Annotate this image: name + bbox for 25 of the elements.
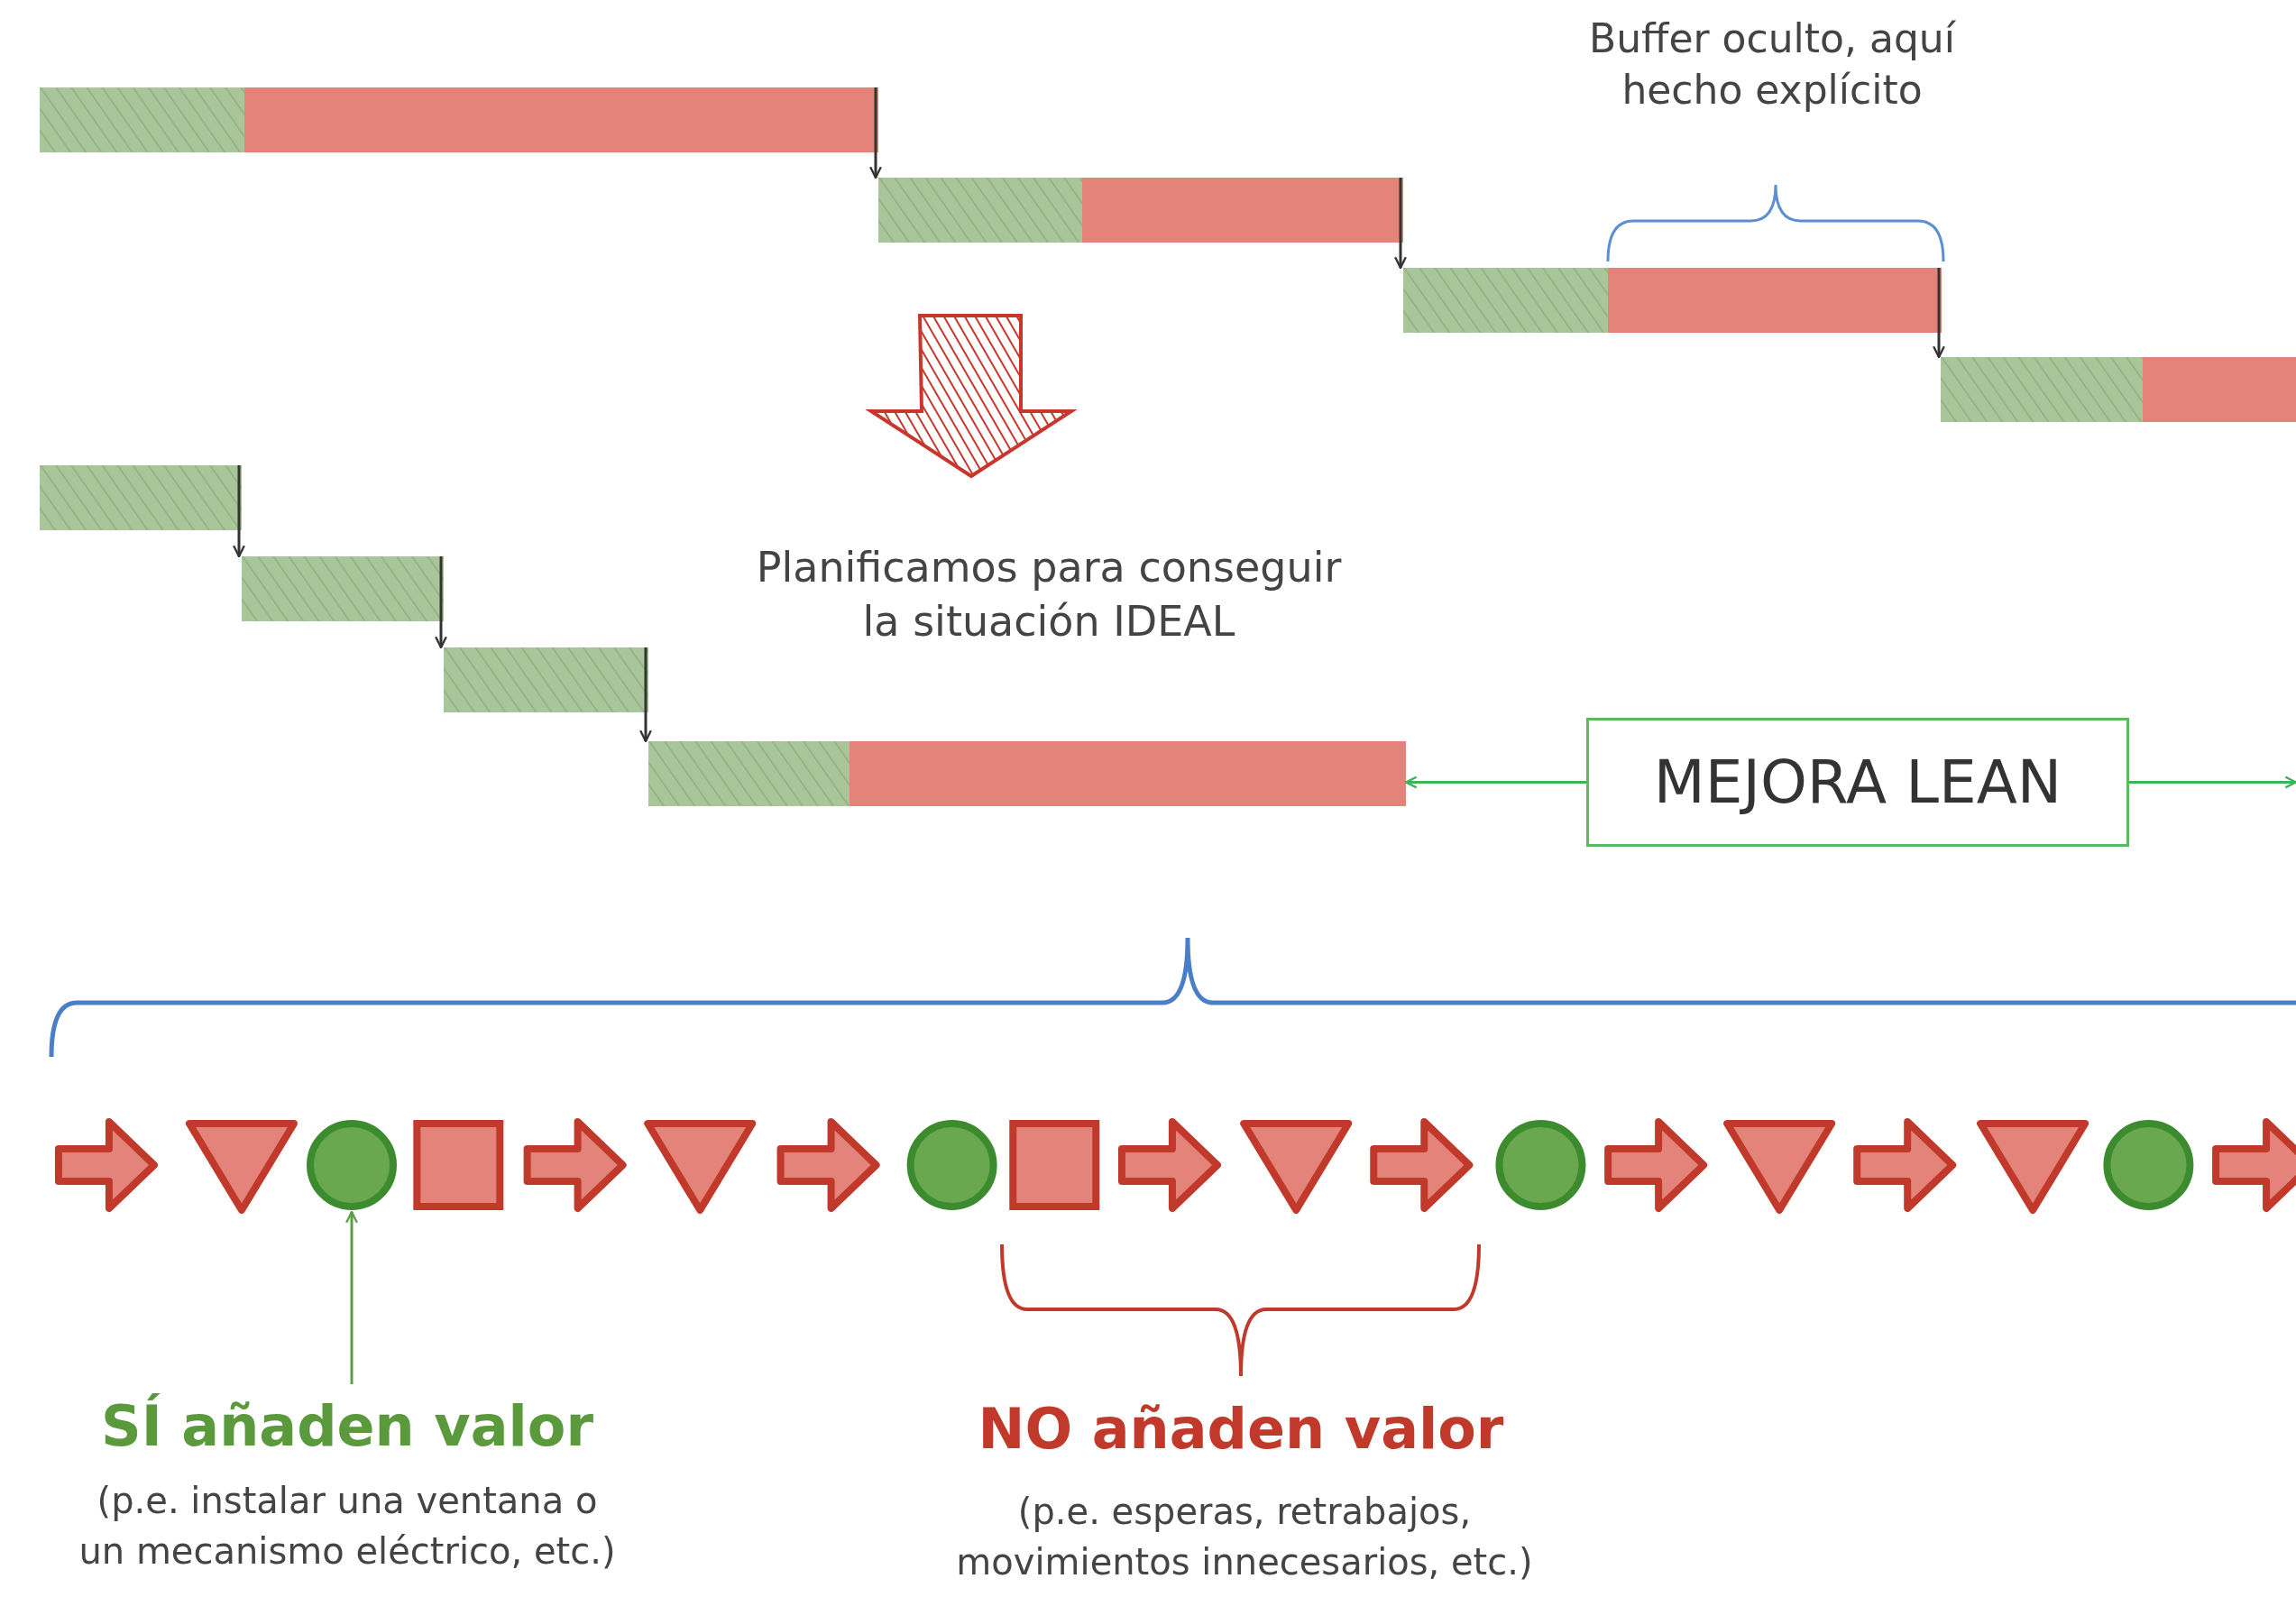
process-circle <box>305 1118 399 1212</box>
task-bar <box>40 465 242 530</box>
arrow <box>1394 178 1407 270</box>
arrow <box>1933 268 1945 359</box>
task-bar <box>648 741 1406 806</box>
arrow <box>435 556 447 649</box>
label-box: MEJORA LEAN <box>1586 718 2129 847</box>
arrow <box>233 465 245 558</box>
annotation: Planificamos para conseguir la situación IDEAL <box>755 542 1343 647</box>
arrow <box>869 87 882 179</box>
arrow <box>2129 775 2296 789</box>
arrow <box>639 647 652 743</box>
task-bar <box>242 556 444 621</box>
heading: SÍ añaden valor <box>101 1393 593 1459</box>
task-bar <box>444 647 648 712</box>
task-bar <box>1403 268 1942 333</box>
arrow <box>1404 775 1586 789</box>
description: (p.e. esperas, retrabajos, movimientos innecesarios, etc.) <box>955 1490 1534 1584</box>
task-bar <box>878 178 1403 243</box>
heading: NO añaden valor <box>977 1395 1505 1464</box>
task-bar <box>1941 357 2296 422</box>
description: (p.e. instalar una ventana o un mecanismo eléctrico, etc.) <box>78 1479 617 1574</box>
annotation: Buffer oculto, aquí hecho explícito <box>1588 14 1957 115</box>
task-bar <box>40 87 878 152</box>
arrow <box>345 1210 358 1384</box>
